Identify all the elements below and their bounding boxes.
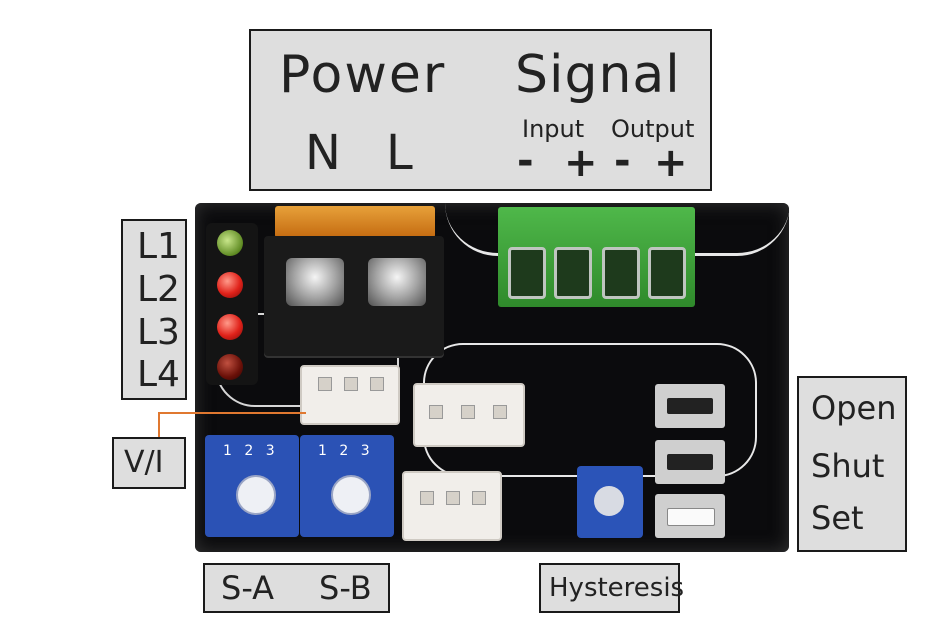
dial-icon xyxy=(331,475,371,515)
terminal-screw-icon xyxy=(508,247,546,299)
hysteresis-potentiometer[interactable] xyxy=(577,466,643,538)
neutral-label: N xyxy=(305,125,341,181)
set-label: Set xyxy=(811,499,864,537)
led-label-l1: L1 xyxy=(137,226,180,267)
led-label-l2: L2 xyxy=(137,269,180,310)
switch-b-digits: 1 2 3 xyxy=(318,443,374,459)
output-minus-label: - xyxy=(614,138,631,184)
led-label-l4: L4 xyxy=(137,354,180,395)
vi-label-box: V/I xyxy=(112,437,186,489)
led-label-l3: L3 xyxy=(137,312,180,353)
output-label: Output xyxy=(611,115,695,143)
input-plus-label: + xyxy=(564,140,598,186)
dial-icon xyxy=(236,475,276,515)
switch-a-digits: 1 2 3 xyxy=(223,443,279,459)
led-l3-icon xyxy=(217,314,243,340)
led-l4-icon xyxy=(217,354,243,380)
shut-label: Shut xyxy=(811,447,885,485)
button-label-box: Open Shut Set xyxy=(797,376,907,552)
live-label: L xyxy=(386,125,413,181)
shut-button[interactable] xyxy=(655,440,725,484)
terminal-screw-icon xyxy=(602,247,640,299)
screw-icon xyxy=(368,258,426,306)
hysteresis-label-box: Hysteresis xyxy=(539,563,684,613)
vi-label: V/I xyxy=(124,445,164,480)
led-l2-icon xyxy=(217,272,243,298)
connector xyxy=(413,383,525,447)
output-plus-label: + xyxy=(654,140,688,186)
selector-switch-a[interactable]: 1 2 3 xyxy=(205,435,299,537)
switch-a-label: S-A xyxy=(221,569,275,607)
open-label: Open xyxy=(811,389,897,427)
vi-connector xyxy=(300,365,400,425)
input-minus-label: - xyxy=(517,138,534,184)
selector-switch-b[interactable]: 1 2 3 xyxy=(300,435,394,537)
pot-knob-icon xyxy=(594,486,624,516)
led-label-box: L1 L2 L3 L4 xyxy=(121,219,187,400)
led-l1-icon xyxy=(217,230,243,256)
power-terminal-cover xyxy=(275,206,435,238)
switch-b-label: S-B xyxy=(319,569,372,607)
terminal-screw-icon xyxy=(648,247,686,299)
screw-icon xyxy=(286,258,344,306)
open-button[interactable] xyxy=(655,384,725,428)
power-terminal-block xyxy=(264,236,444,356)
signal-label: Signal xyxy=(515,45,681,105)
hysteresis-label: Hysteresis xyxy=(549,573,685,603)
terminal-screw-icon xyxy=(554,247,592,299)
connector xyxy=(402,471,502,541)
vi-lead-line xyxy=(158,412,306,440)
switch-label-box: S-A S-B xyxy=(203,563,390,613)
signal-terminal-block xyxy=(498,207,695,307)
power-label: Power xyxy=(279,45,447,105)
terminal-label-panel: Power Signal N L Input Output - + - + xyxy=(249,29,712,191)
set-button[interactable] xyxy=(655,494,725,538)
input-label: Input xyxy=(522,115,585,143)
